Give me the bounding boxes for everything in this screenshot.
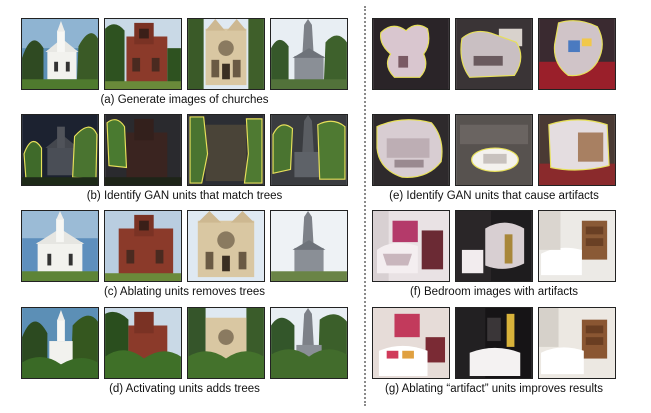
church-more-trees-d4 — [270, 307, 348, 379]
bedroom-clean-1 — [372, 307, 450, 379]
church-image-a2 — [104, 18, 182, 90]
caption-c: (c) Ablating units removes trees — [103, 286, 266, 298]
church-no-trees-c1 — [21, 210, 99, 282]
church-image-a1 — [21, 18, 99, 90]
bedroom-artifact-1 — [372, 210, 450, 282]
caption-g: (g) Ablating “artifact” units improves r… — [385, 383, 603, 395]
bedroom-clean-2 — [455, 307, 533, 379]
caption-f: (f) Bedroom images with artifacts — [409, 286, 579, 298]
church-image-a4 — [270, 18, 348, 90]
bedroom-artifact-3 — [538, 210, 616, 282]
church-more-trees-d2 — [104, 307, 182, 379]
bedroom-clean-3 — [538, 307, 616, 379]
bedroom-artifact-2 — [455, 210, 533, 282]
church-tree-mask-b4 — [270, 114, 348, 186]
artifact-mask-2 — [455, 18, 533, 90]
artifact-highlight-2 — [455, 114, 533, 186]
church-tree-mask-b1 — [21, 114, 99, 186]
caption-d: (d) Activating units adds trees — [109, 383, 260, 395]
church-tree-mask-b2 — [104, 114, 182, 186]
church-image-a3 — [187, 18, 265, 90]
church-more-trees-d3 — [187, 307, 265, 379]
panel-divider — [364, 6, 366, 406]
artifact-highlight-3 — [538, 114, 616, 186]
artifact-mask-1 — [372, 18, 450, 90]
caption-e: (e) Identify GAN units that cause artifa… — [389, 190, 599, 202]
church-no-trees-c4 — [270, 210, 348, 282]
caption-a: (a) Generate images of churches — [100, 94, 269, 106]
church-tree-mask-b3 — [187, 114, 265, 186]
church-no-trees-c2 — [104, 210, 182, 282]
church-no-trees-c3 — [187, 210, 265, 282]
church-more-trees-d1 — [21, 307, 99, 379]
caption-b: (b) Identify GAN units that match trees — [86, 190, 283, 202]
artifact-highlight-1 — [372, 114, 450, 186]
artifact-mask-3 — [538, 18, 616, 90]
